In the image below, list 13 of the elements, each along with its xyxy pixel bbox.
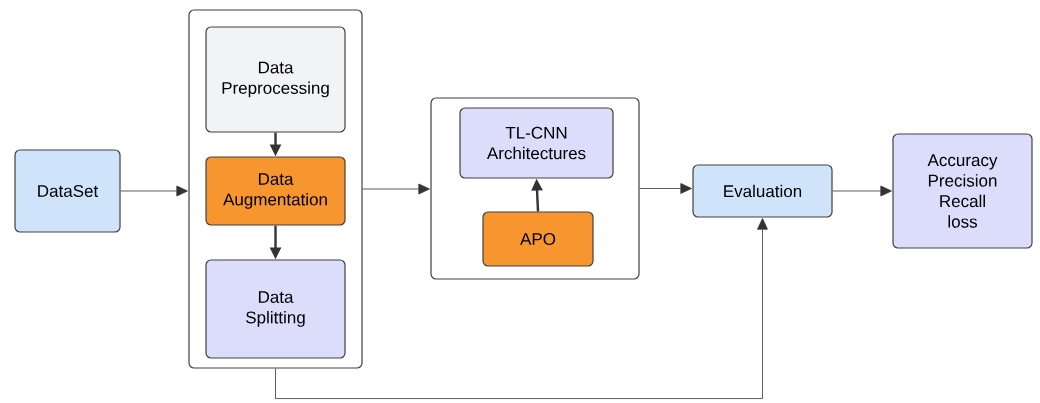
- process-box: Data Splitting: [205, 259, 346, 359]
- arrow: [120, 185, 188, 197]
- process-box: DataSet: [14, 149, 121, 233]
- process-box: APO: [482, 211, 594, 267]
- arrow: [639, 183, 692, 194]
- process-box: Evaluation: [692, 164, 833, 218]
- result-box: Accuracy Precision Recall loss: [892, 133, 1033, 249]
- process-box: TL-CNN Architectures: [459, 107, 614, 179]
- arrow: [362, 183, 430, 195]
- process-box: Data Augmentation: [205, 156, 346, 226]
- arrow: [832, 185, 892, 197]
- arrow: [275, 218, 768, 399]
- process-box: Data Preprocessing: [205, 26, 346, 133]
